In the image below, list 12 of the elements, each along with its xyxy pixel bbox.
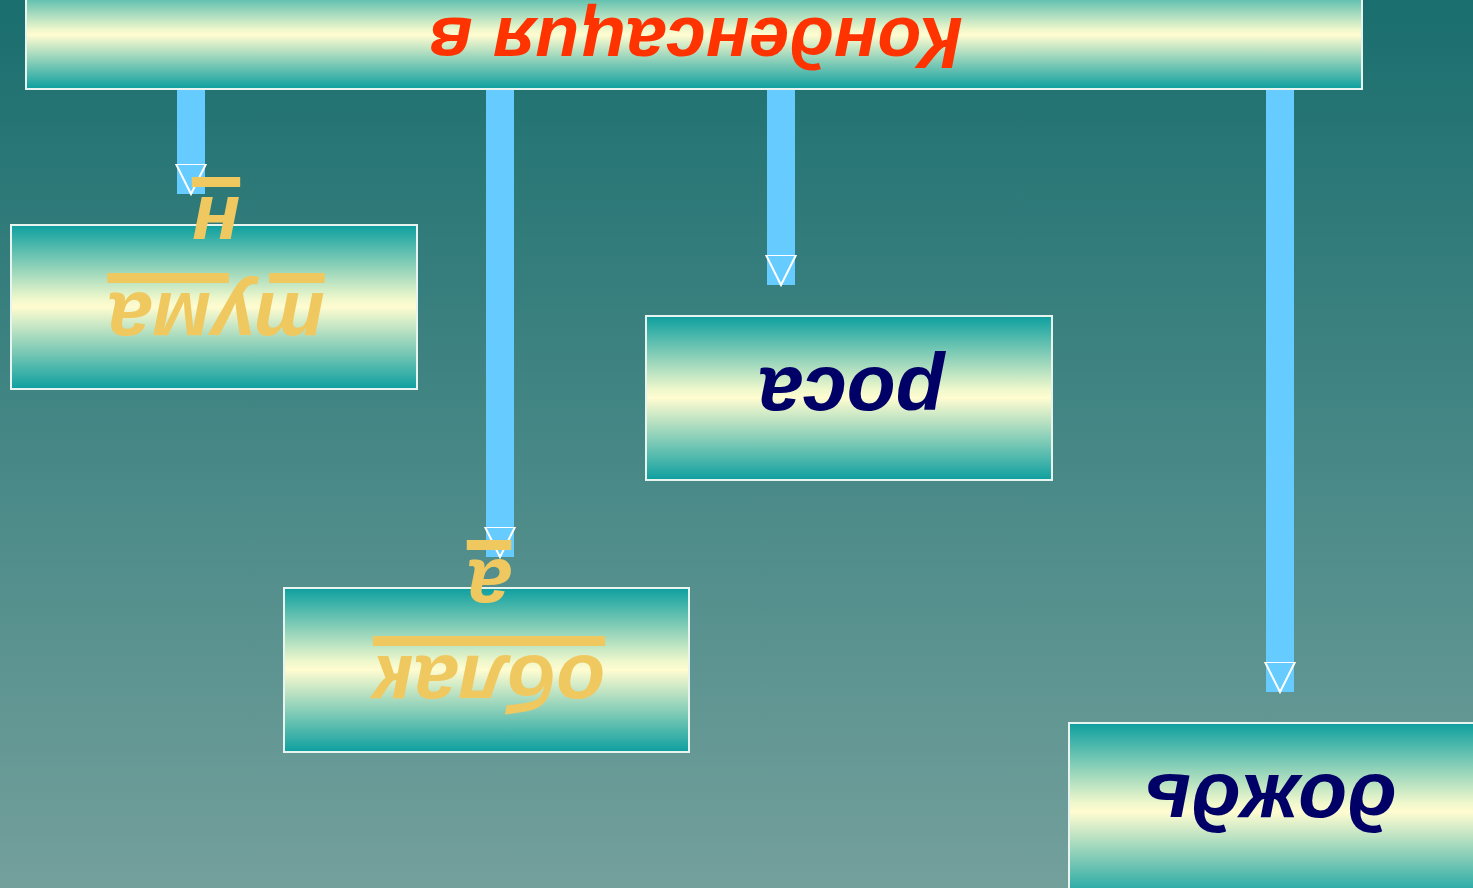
block-arrow [484,90,516,558]
block-arrow [1264,90,1296,693]
gradient-box [645,315,1053,481]
gradient-box [25,0,1363,90]
box-label: дождь [1142,757,1398,849]
gradient-box [1068,722,1473,888]
box-label: Конденсация в [428,2,964,86]
block-arrow [175,90,207,195]
box-label: туман [106,179,326,367]
box-label: роса [756,350,947,442]
box-label: облака [369,542,607,730]
block-arrow [765,90,797,286]
